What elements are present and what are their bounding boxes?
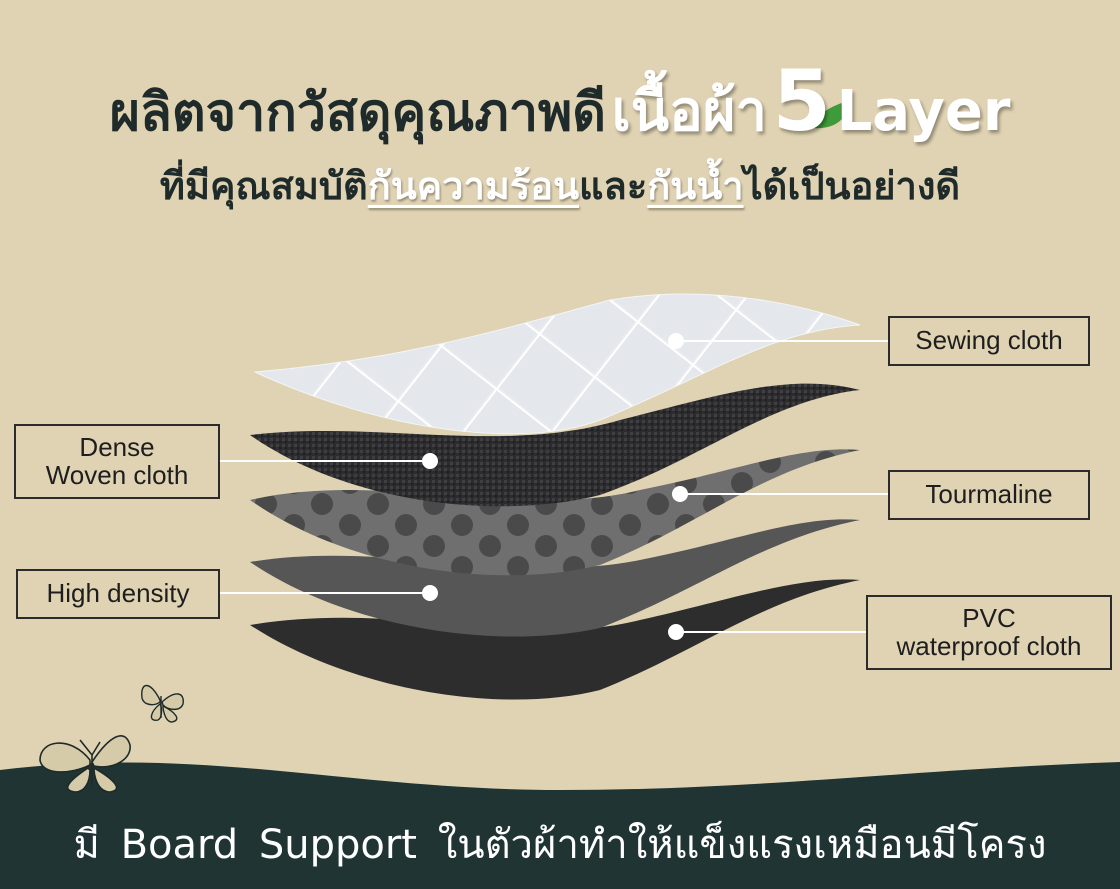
label-tourmaline-text: Tourmaline <box>925 479 1053 510</box>
label-sewing-cloth: Sewing cloth <box>888 316 1090 366</box>
subheadline-highlight-heat: กันความร้อน <box>367 164 580 208</box>
headline-part3: Layer <box>836 79 1011 144</box>
high-density-layer <box>250 519 860 637</box>
pvc-layer <box>250 579 860 700</box>
subheadline-part2: และ <box>579 164 648 208</box>
label-dense-line1: Dense <box>79 432 155 463</box>
label-pvc-line1: PVC <box>962 603 1016 634</box>
subheadline-highlight-water: กันน้ำ <box>647 164 744 208</box>
label-high-density-text: High density <box>46 578 190 609</box>
label-dense-woven: Dense Woven cloth <box>14 424 220 499</box>
headline-part1: ผลิตจากวัสดุคุณภาพดี <box>109 83 607 143</box>
footer-band <box>0 762 1120 889</box>
tourmaline-layer <box>250 449 860 576</box>
dense-woven-layer <box>250 383 860 507</box>
subheadline: ที่มีคุณสมบัติกันความร้อนและกันน้ำได้เป็… <box>0 155 1120 216</box>
label-pvc-line2: waterproof cloth <box>896 630 1082 661</box>
leaf-icon <box>812 100 850 129</box>
butterfly-icon <box>39 735 131 793</box>
sewing-cloth-layer <box>253 293 861 435</box>
subheadline-part1: ที่มีคุณสมบัติ <box>159 164 368 208</box>
label-high-density: High density <box>16 569 220 619</box>
label-pvc: PVC waterproof cloth <box>866 595 1112 670</box>
headline-part2: เนื้อผ้า <box>611 79 767 144</box>
butterfly-icon <box>141 684 184 723</box>
footer-text: มี Board Support ในตัวผ้าทำให้แข็งแรงเหม… <box>73 822 1047 868</box>
label-dense-line2: Woven cloth <box>45 459 189 490</box>
label-sewing-cloth-text: Sewing cloth <box>915 325 1063 356</box>
label-tourmaline: Tourmaline <box>888 470 1090 520</box>
headline: ผลิตจากวัสดุคุณภาพดี เนื้อผ้า 5 Layer <box>0 52 1120 155</box>
subheadline-part3: ได้เป็นอย่างดี <box>743 164 961 208</box>
headline-number: 5 <box>772 52 831 150</box>
